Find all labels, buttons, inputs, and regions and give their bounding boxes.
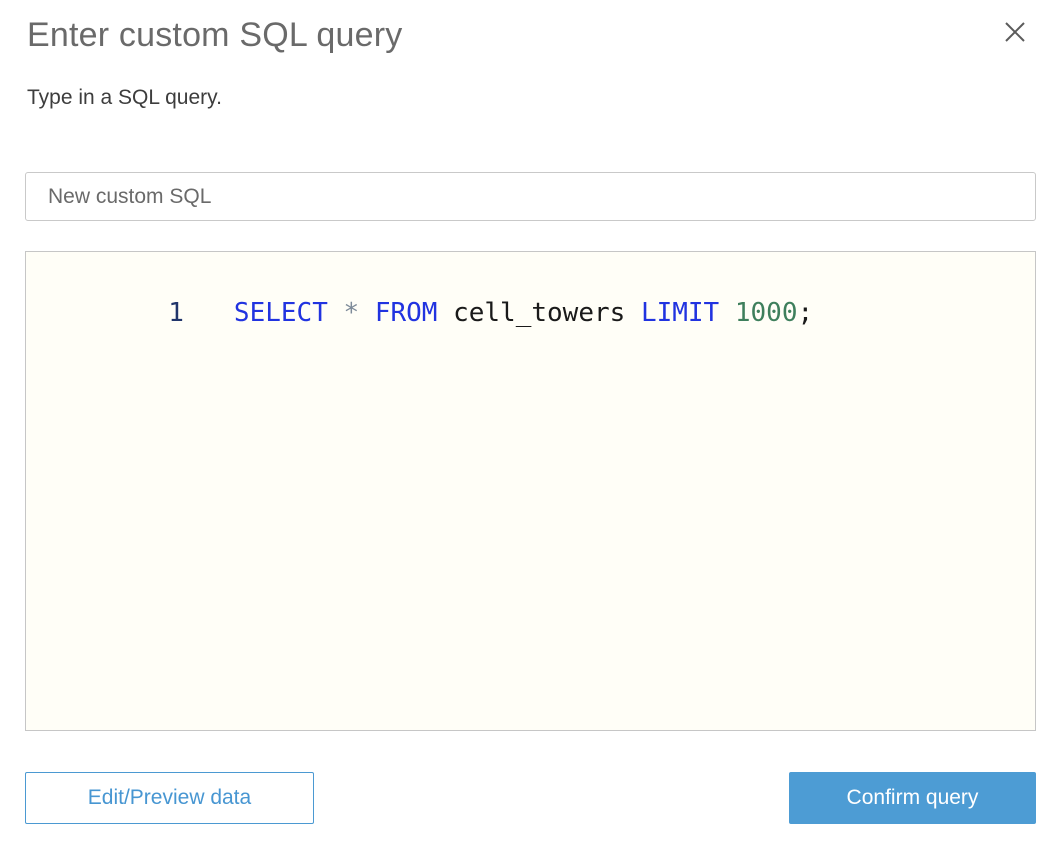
- code-token-keyword: SELECT: [233, 298, 328, 328]
- code-token-operator: *: [343, 298, 360, 328]
- line-number: 1: [168, 298, 184, 328]
- code-line[interactable]: 1 SELECT * FROM cell_towers LIMIT 1000;: [26, 252, 1035, 361]
- code-token-identifier: cell_towers: [437, 298, 641, 328]
- code-token-space: [328, 298, 344, 328]
- edit-preview-data-button[interactable]: Edit/Preview data: [25, 772, 314, 824]
- code-token-space: [719, 298, 735, 328]
- code-token-keyword: FROM: [374, 298, 438, 328]
- code-token-number: 1000: [734, 298, 798, 328]
- dialog-subtitle: Type in a SQL query.: [27, 86, 222, 109]
- query-name-input[interactable]: [25, 172, 1036, 221]
- dialog-title: Enter custom SQL query: [27, 16, 403, 54]
- code-token-keyword: LIMIT: [640, 298, 720, 328]
- sql-code-editor[interactable]: 1 SELECT * FROM cell_towers LIMIT 1000;: [25, 251, 1036, 731]
- confirm-query-button[interactable]: Confirm query: [789, 772, 1036, 824]
- code-token-semicolon: ;: [797, 298, 814, 328]
- code-token-space: [359, 298, 375, 328]
- close-button[interactable]: [1002, 19, 1028, 45]
- close-icon: [1005, 22, 1025, 42]
